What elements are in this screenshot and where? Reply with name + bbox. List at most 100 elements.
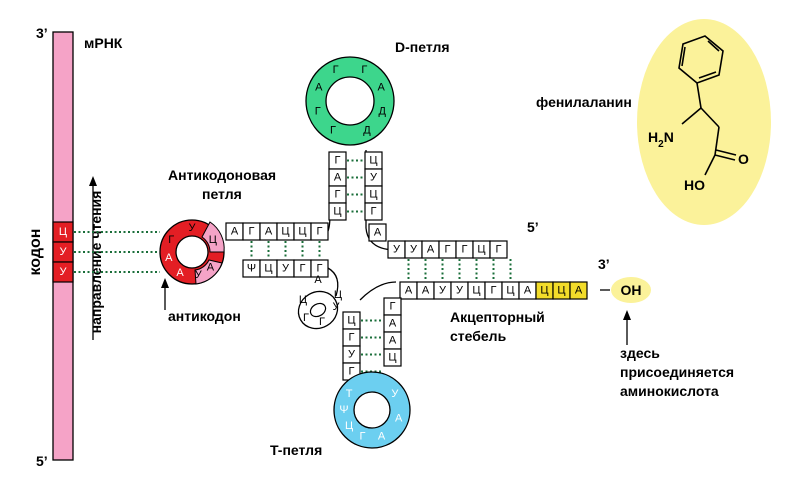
acceptor-stem-base-box <box>489 240 508 259</box>
d-stem-base-box <box>328 202 347 221</box>
t-stem-base-letter: Г <box>349 332 355 344</box>
anticodon-stem-base: Ц <box>276 222 295 241</box>
cca-tail-base: А <box>569 281 588 300</box>
variable-loop-base: Г <box>303 312 309 324</box>
d-stem-base-box <box>368 223 387 242</box>
anticodon-stem-base: Г <box>242 222 261 241</box>
d-stem-base-letter: Ц <box>369 189 377 201</box>
t-stem-base: Г <box>342 328 361 347</box>
d-loop-base: Г <box>361 64 367 76</box>
variable-loop-base: Ц <box>334 289 342 301</box>
reading-direction-arrowhead <box>89 176 97 186</box>
anticodon-label: антикодон <box>168 308 241 324</box>
t-stem-base: Ц <box>342 311 361 330</box>
anticodon-loop-light-segment <box>201 221 225 253</box>
acceptor-stem-base: А <box>399 281 418 300</box>
d-stem-base-box <box>364 202 383 221</box>
anticodon-stem-base-letter: А <box>231 226 239 238</box>
acceptor-stem-base: А <box>416 281 435 300</box>
variable-loop-base: У <box>333 301 341 313</box>
codon-base: Ц <box>52 221 74 243</box>
d-loop-base: А <box>315 82 323 94</box>
acceptor-stem-base-letter: У <box>410 244 418 256</box>
attach-label-3: аминокислота <box>620 383 719 399</box>
t-stem-base: А <box>383 331 402 350</box>
attach-arrowhead <box>623 310 631 320</box>
acceptor-stem-base-letter: Ц <box>506 285 514 297</box>
acceptor-stem-base-letter: А <box>524 285 532 297</box>
t-stem-base: Ц <box>383 348 402 367</box>
cca-tail-base: Ц <box>552 281 571 300</box>
cca-tail-base-letter: Ц <box>557 285 565 297</box>
anticodon-arrowhead <box>161 278 169 288</box>
acceptor-stem-base: А <box>518 281 537 300</box>
acceptor-stem-base-letter: Ц <box>472 285 480 297</box>
anticodon-stem-base: Ц <box>259 259 278 278</box>
d-stem-base: Г <box>364 202 383 221</box>
d-stem-base-letter: Ц <box>333 206 341 218</box>
d-loop-base: Д <box>363 124 371 136</box>
t-stem-base-letter: Ц <box>388 352 396 364</box>
t-stem-base: У <box>342 345 361 364</box>
anticodon-loop-base: А <box>165 252 173 264</box>
acceptor-label-1: Акцепторный <box>450 309 545 325</box>
anticodon-stem-base: А <box>259 222 278 241</box>
anticodon-stem-base-letter: Г <box>300 263 306 275</box>
acceptor-stem-base: У <box>433 281 452 300</box>
anticodon-loop-light-segment-lower <box>194 259 223 285</box>
t-stem-base-letter: А <box>389 335 397 347</box>
d-stem-base-letter: Ц <box>369 155 377 167</box>
d-loop-base: Д <box>379 106 387 118</box>
amino-acid-name: фенилаланин <box>536 94 632 110</box>
d-stem-base-letter: Г <box>371 206 377 218</box>
t-stem-base-letter: Ц <box>347 315 355 327</box>
d-stem-base-letter: А <box>334 172 342 184</box>
anticodon-stem-base-box <box>310 222 329 241</box>
anticodon-loop-base: Ц <box>209 234 217 246</box>
d-stem-base-letter: А <box>374 227 382 239</box>
codon-label: кодон <box>27 229 44 276</box>
acceptor-stem-base: Ц <box>472 240 491 259</box>
anticodon-stem-base: А <box>225 222 244 241</box>
mrna-3prime-label: 3’ <box>36 25 48 41</box>
d-stem-base: А <box>368 223 387 242</box>
anticodon-loop-hole <box>175 235 209 269</box>
d-stem-base: У <box>364 168 383 187</box>
reading-direction-label: направление чтения <box>88 191 104 334</box>
d-stem-base: Г <box>328 185 347 204</box>
acceptor-stem-base: Г <box>455 240 474 259</box>
acceptor-stem-base-letter: Г <box>445 244 451 256</box>
d-stem-base: Ц <box>364 151 383 170</box>
t-loop-base: Г <box>359 430 365 442</box>
acceptor-label-2: стебель <box>450 328 507 344</box>
codon-base: У <box>52 261 74 283</box>
anticodon-stem-base-letter: У <box>282 263 290 275</box>
anticodon-stem-base-letter: Г <box>249 226 255 238</box>
connector-arm <box>359 281 397 301</box>
acceptor-stem-base-letter: У <box>393 244 401 256</box>
anticodon-stem-base-letter: Ц <box>264 263 272 275</box>
t-loop-base: А <box>378 430 386 442</box>
acceptor-stem-base: А <box>421 240 440 259</box>
d-loop-base: Г <box>333 64 339 76</box>
d-loop-base: Г <box>330 124 336 136</box>
codon-base: У <box>52 241 74 263</box>
acceptor-stem-base: Г <box>438 240 457 259</box>
acceptor-stem-base-letter: Г <box>462 244 468 256</box>
anticodon-stem-base-letter: Г <box>317 263 323 275</box>
d-stem-base: Ц <box>364 185 383 204</box>
codon-base-letter: Ц <box>59 226 67 238</box>
t-stem-base: Г <box>383 297 402 316</box>
t-stem-base-box <box>383 348 402 367</box>
d-loop-base: А <box>378 82 386 94</box>
anticodon-stem-base-letter: Ψ <box>247 263 256 275</box>
carbonyl-oxygen: O <box>738 151 749 167</box>
cca-tail-base-letter: А <box>575 285 583 297</box>
acceptor-stem-base: У <box>450 281 469 300</box>
acceptor-stem-base-letter: А <box>427 244 435 256</box>
variable-loop-base: А <box>314 274 322 286</box>
oh-group <box>611 277 651 303</box>
phenylalanine-structure <box>678 35 737 176</box>
